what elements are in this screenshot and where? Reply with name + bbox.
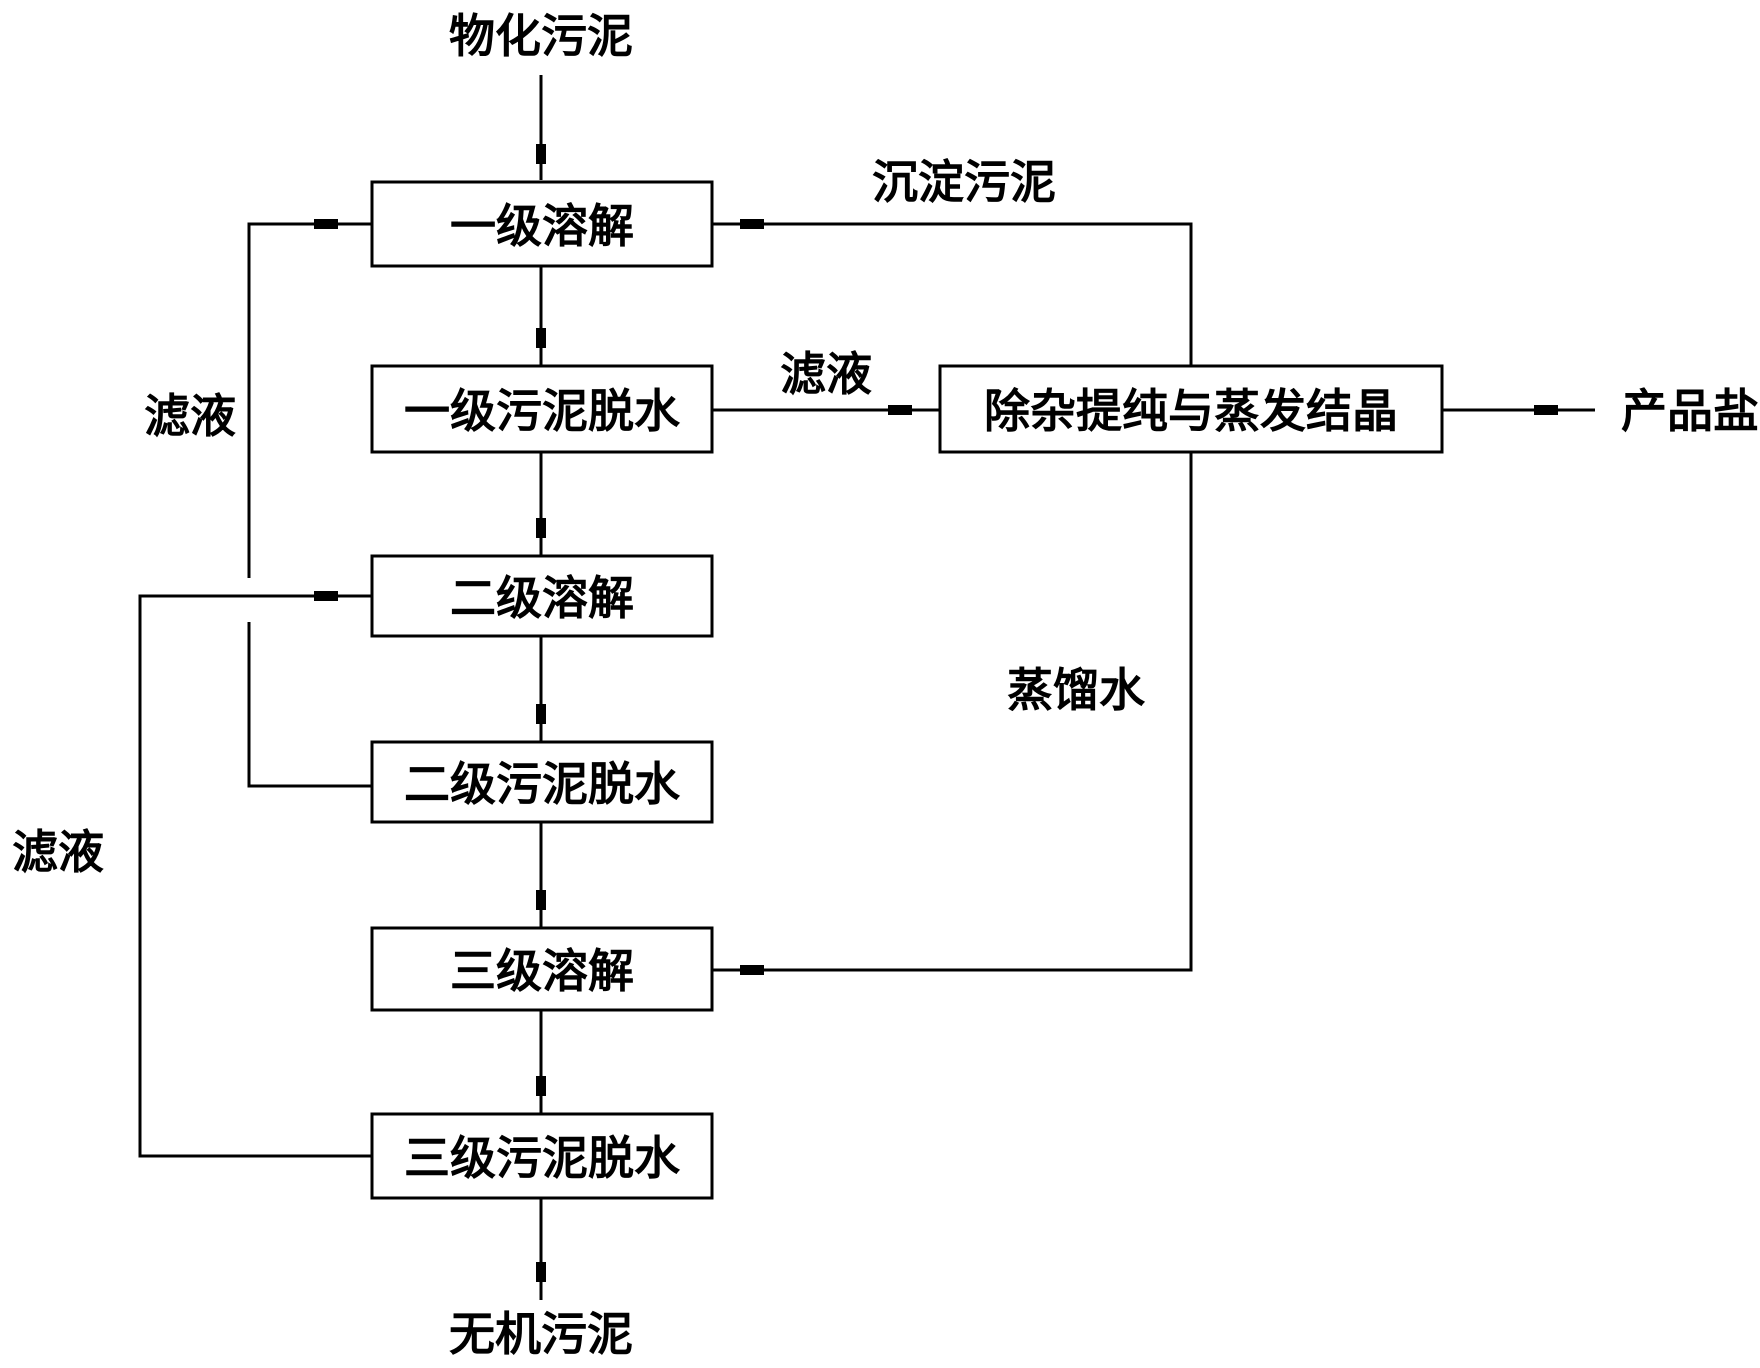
arrow-head <box>1534 405 1558 415</box>
arrow-head <box>536 144 546 164</box>
distilled-water-loop <box>712 452 1193 975</box>
box-dissolve-3-label: 三级溶解 <box>450 944 634 998</box>
box-dissolve-1: 一级溶解 <box>370 180 714 268</box>
filtrate-loop-outer <box>138 591 372 1158</box>
filtrate-loop-inner-label: 滤液 <box>144 389 236 443</box>
box-dissolve-2-label: 二级溶解 <box>450 571 634 625</box>
arrow-head <box>536 328 546 348</box>
box-dewater-3-label: 三级污泥脱水 <box>404 1131 681 1185</box>
arrow-head <box>888 405 912 415</box>
arrow-head <box>314 219 338 229</box>
arrow-head <box>536 1076 546 1096</box>
box-dissolve-1-label: 一级溶解 <box>450 199 634 253</box>
product-output <box>1442 405 1595 415</box>
box-dissolve-3: 三级溶解 <box>370 926 714 1012</box>
arrow-head <box>536 1262 546 1282</box>
filtrate-loop-inner <box>247 219 372 788</box>
box-dewater-3: 三级污泥脱水 <box>370 1112 714 1200</box>
box-dewater-2-label: 二级污泥脱水 <box>404 757 681 811</box>
filtrate-loop-outer-label: 滤液 <box>12 825 104 879</box>
filtrate-to-purify <box>712 405 940 415</box>
input-label: 物化污泥 <box>449 9 633 63</box>
box-purify-label: 除杂提纯与蒸发结晶 <box>984 384 1398 438</box>
arrow-head <box>536 890 546 910</box>
box-dewater-1: 一级污泥脱水 <box>370 364 714 454</box>
box-dissolve-2: 二级溶解 <box>370 554 714 638</box>
box-purify: 除杂提纯与蒸发结晶 <box>938 364 1444 454</box>
arrow-head <box>740 219 764 229</box>
arrow-head <box>536 518 546 538</box>
arrow-head <box>740 965 764 975</box>
arrow-head <box>536 704 546 724</box>
sediment-sludge-loop <box>712 219 1193 366</box>
product-label: 产品盐 <box>1621 384 1759 438</box>
output-label: 无机污泥 <box>449 1307 633 1361</box>
arrow-head <box>314 591 338 601</box>
box-dewater-1-label: 一级污泥脱水 <box>404 384 681 438</box>
sediment-sludge-label: 沉淀污泥 <box>872 155 1056 209</box>
filtrate-to-purify-label: 滤液 <box>780 347 872 401</box>
distilled-water-label: 蒸馏水 <box>1007 663 1146 717</box>
box-dewater-2: 二级污泥脱水 <box>370 740 714 824</box>
main-flow-connectors <box>536 75 546 1300</box>
